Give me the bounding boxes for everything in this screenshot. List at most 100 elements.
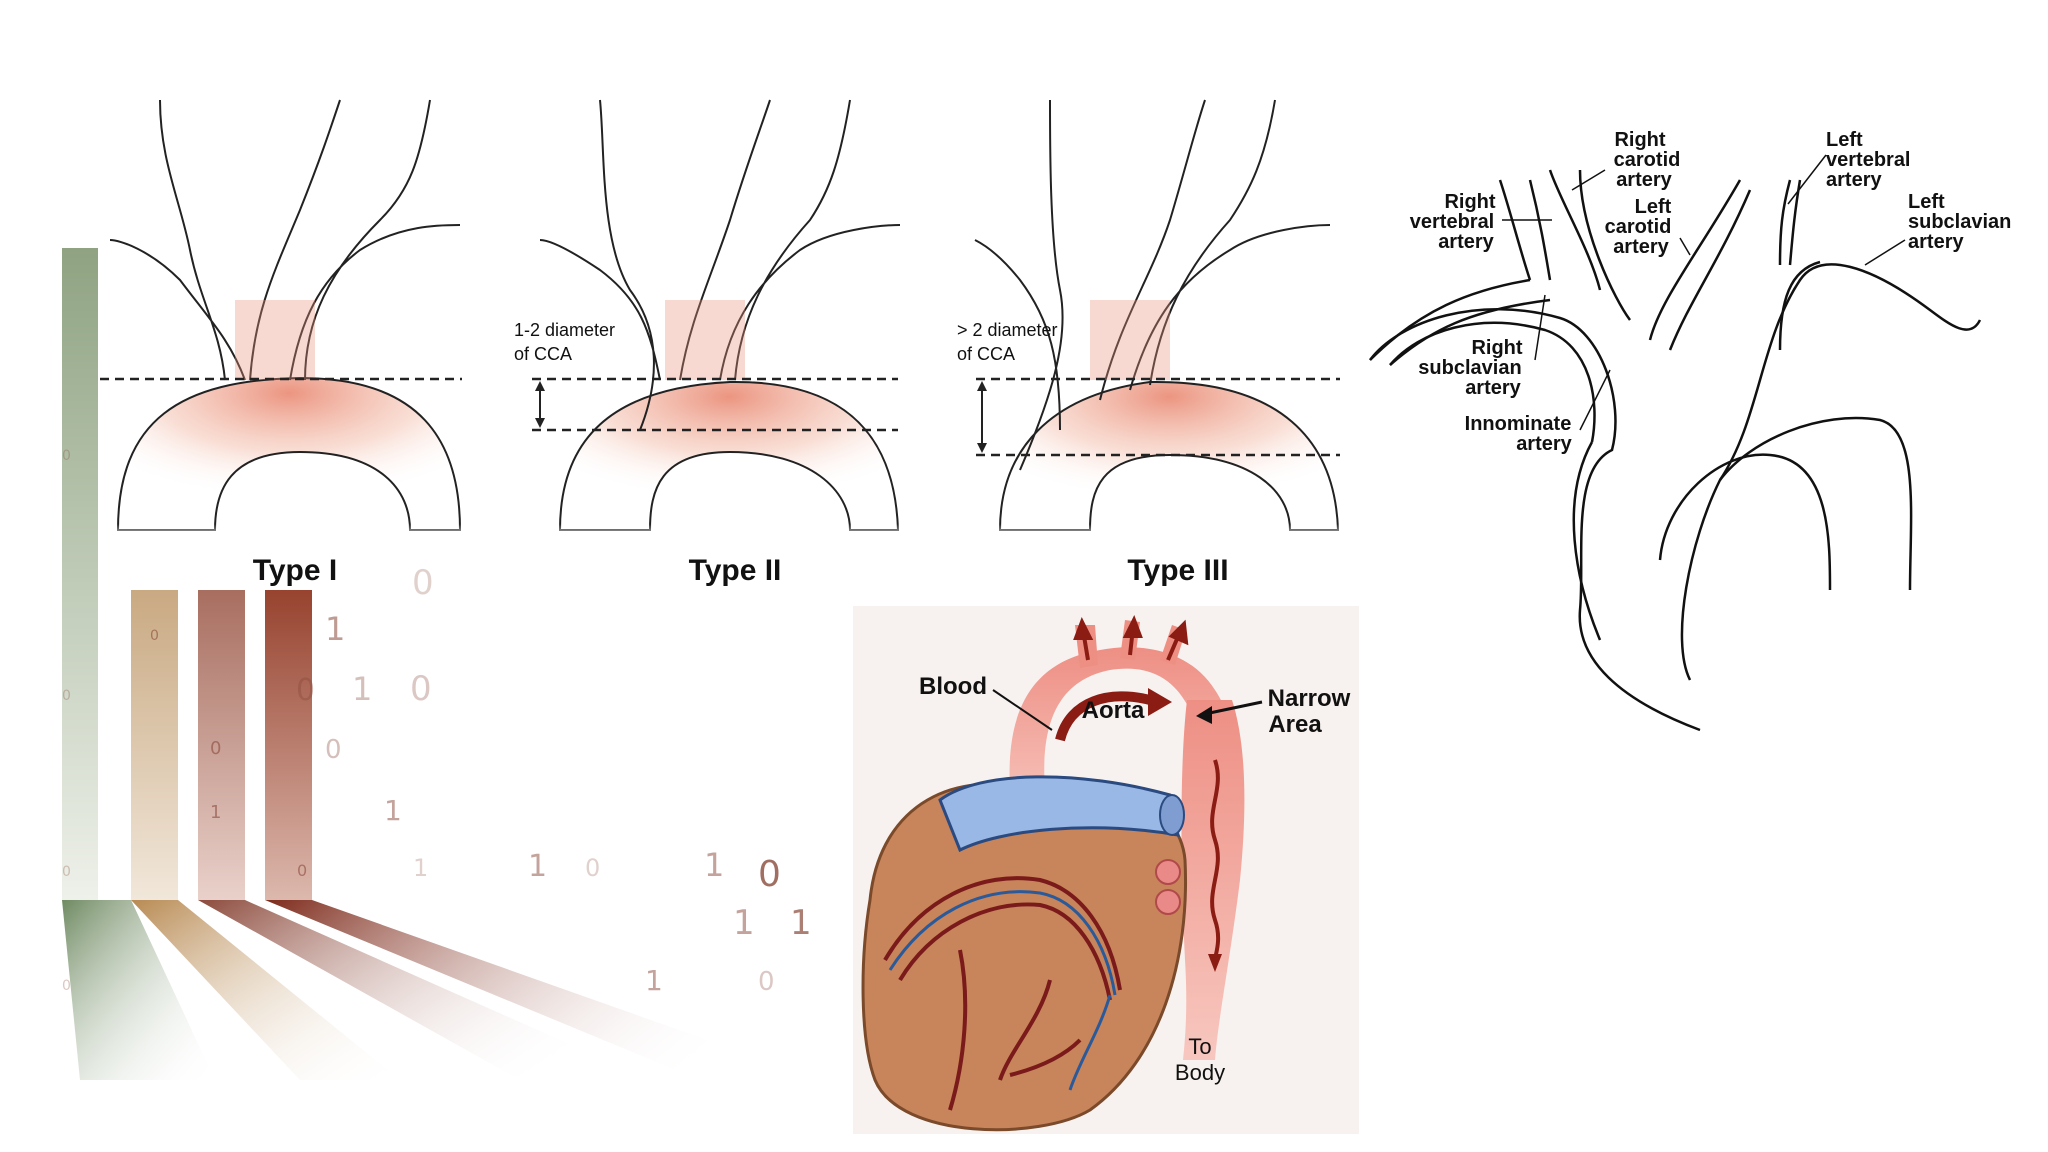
arch-types-diagram: Type I 1-2 diameter of CCA Type II [100, 99, 1360, 587]
vessel-stub-1 [1155, 859, 1181, 885]
decorative-digit: 0 [585, 854, 600, 882]
arch-type-2: 1-2 diameter of CCA Type II [514, 99, 920, 587]
decorative-digit: 1 [325, 610, 345, 648]
label-to-body-2: Body [1175, 1060, 1225, 1085]
rose-streak [198, 900, 650, 1080]
decorative-digit: 0 [412, 563, 434, 603]
decorative-digit: 1 [528, 849, 547, 884]
decorative-digit: 0 [150, 628, 159, 644]
type-label-3: Type III [1127, 554, 1228, 587]
label-right-carotid-1: Right [1614, 129, 1665, 151]
type-label-2: Type II [689, 554, 782, 587]
right-carotid [1548, 169, 1632, 321]
pulmonary-end [1159, 794, 1185, 836]
decorative-digit: 1 [645, 964, 663, 997]
label-to-body-1: To [1188, 1034, 1211, 1059]
tan-bar [131, 590, 178, 900]
vessel-shade-3 [1090, 300, 1170, 380]
label-left-carotid-2: carotid [1605, 216, 1672, 238]
arch-body-line [1572, 441, 1602, 641]
heart-illustration: Blood Aorta Narrow Area To Body [853, 606, 1359, 1134]
descending-aorta [1680, 416, 1913, 681]
label-left-subclavian-3: artery [1908, 231, 1964, 253]
vessel-stub-2 [1155, 889, 1181, 915]
rust-streak [265, 900, 820, 1080]
type3-annotation-line2: of CCA [957, 344, 1015, 364]
decorative-digit: 0 [410, 669, 432, 709]
aorta-arch [1009, 647, 1240, 820]
arch-type-3: > 2 diameter of CCA Type III [957, 99, 1360, 587]
decorative-digit: 0 [62, 864, 71, 880]
decorative-digit: 1 [704, 846, 724, 884]
vessels-3 [974, 99, 1331, 471]
left-carotid [1648, 179, 1752, 351]
decorative-digit: 1 [790, 903, 812, 943]
type2-annotation-line1: 1-2 diameter [514, 320, 615, 340]
type2-annotation-line2: of CCA [514, 344, 572, 364]
arterial-labels: Right carotid artery Left vertebral arte… [1410, 129, 2012, 455]
label-right-carotid-3: artery [1616, 169, 1672, 191]
coronary-veins [888, 890, 1117, 1091]
right-vertebral [1498, 179, 1552, 281]
decorative-digit: 0 [297, 861, 307, 880]
label-left-subclavian-2: subclavian [1908, 211, 2011, 233]
flow-arrow-main [1055, 691, 1152, 742]
label-left-subclavian-1: Left [1908, 191, 1945, 213]
vessels-1 [109, 99, 461, 381]
label-left-carotid-3: artery [1613, 236, 1669, 258]
decorative-digit: 1 [413, 854, 428, 882]
label-innominate-2: artery [1516, 433, 1572, 455]
decorative-digit: 0 [296, 673, 315, 708]
label-right-subclavian-1: Right [1471, 337, 1522, 359]
decorative-digit: 0 [325, 735, 342, 765]
green-bar [62, 248, 98, 900]
left-branch-outer [1718, 263, 1982, 481]
decorative-digit: 0 [62, 688, 71, 704]
decorative-digit: 1 [733, 903, 755, 943]
label-left-vertebral-1: Left [1826, 129, 1863, 151]
label-innominate-1: Innominate [1465, 413, 1572, 435]
label-left-vertebral-2: vertebral [1826, 149, 1911, 171]
arch-type-1: Type I [100, 99, 480, 587]
decorative-digit: 0 [210, 738, 221, 759]
left-vertebral [1778, 179, 1802, 266]
vessels-2 [539, 99, 901, 431]
decorative-digit: 1 [384, 794, 402, 827]
label-blood: Blood [919, 673, 987, 700]
decorative-digit: 0 [758, 967, 775, 997]
rust-bar [265, 590, 312, 900]
coronary-vessels [883, 876, 1122, 1111]
left-branch-inner [1778, 260, 1821, 351]
label-narrow-area-2: Area [1268, 711, 1322, 738]
label-aorta: Aorta [1082, 697, 1145, 724]
label-right-carotid-2: carotid [1614, 149, 1681, 171]
label-narrow-area-1: Narrow [1268, 685, 1351, 712]
green-streak [62, 900, 215, 1080]
vessel-shade-1 [235, 300, 315, 380]
descending-flow-arrow [1210, 759, 1221, 961]
decorative-digit: 1 [352, 670, 372, 708]
decorative-digit: 0 [62, 978, 71, 994]
vessel-shade-2 [665, 300, 745, 380]
tan-streak [131, 900, 400, 1080]
arterial-line-diagram [1369, 169, 1982, 732]
type3-annotation-line1: > 2 diameter [957, 320, 1058, 340]
decorative-digit: 0 [758, 854, 781, 895]
label-right-subclavian-3: artery [1465, 377, 1521, 399]
type-label-1: Type I [253, 554, 337, 587]
descending-aorta-inner [1658, 453, 1832, 591]
label-right-vertebral-1: Right [1444, 191, 1495, 213]
blood-pointer [992, 689, 1053, 731]
arch-body-1 [116, 376, 462, 531]
label-right-subclavian-2: subclavian [1418, 357, 1521, 379]
rose-bar [198, 590, 245, 900]
label-left-carotid-1: Left [1635, 196, 1672, 218]
label-right-vertebral-2: vertebral [1410, 211, 1495, 233]
decorative-digit: 0 [62, 448, 71, 464]
aorta-outline-outer [1369, 307, 1701, 732]
label-left-vertebral-3: artery [1826, 169, 1882, 191]
descending-vessel [1181, 700, 1245, 1060]
label-right-vertebral-3: artery [1438, 231, 1494, 253]
